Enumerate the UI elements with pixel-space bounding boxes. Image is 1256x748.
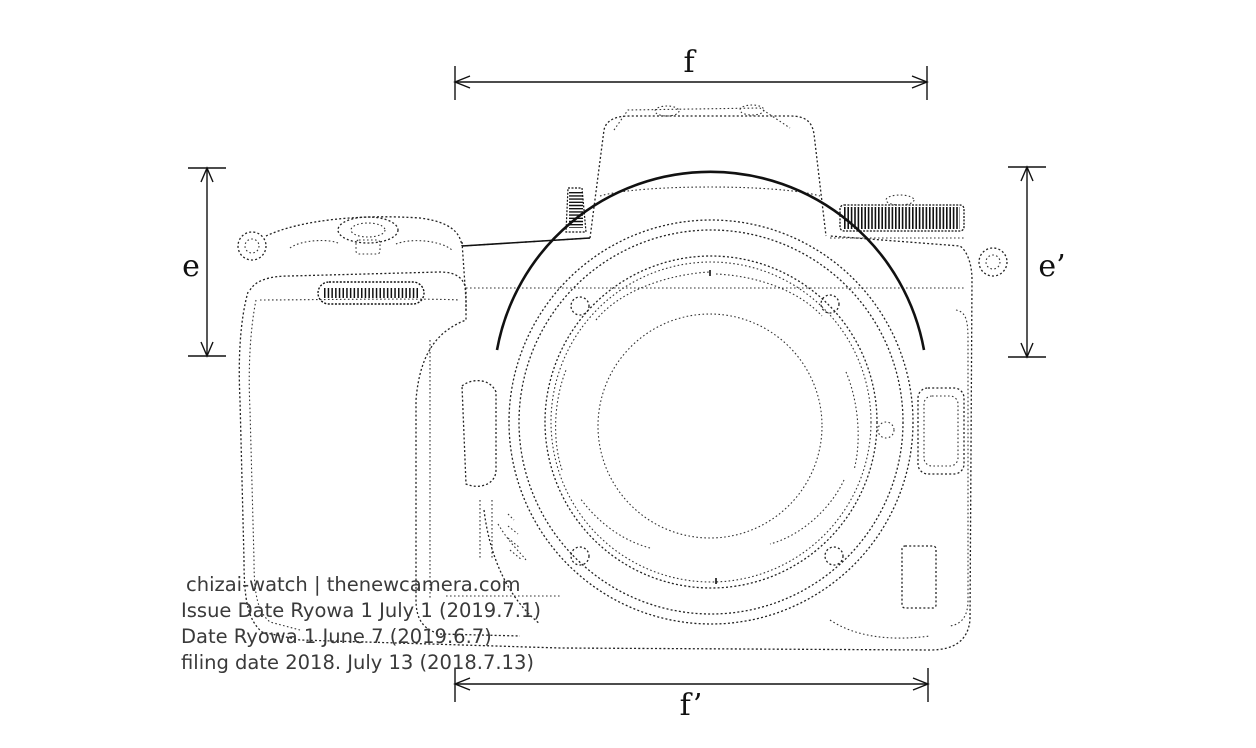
caption-source: chizai-watch | thenewcamera.com: [186, 573, 521, 596]
dimension-f-prime-bottom: f’: [453, 668, 930, 723]
dimension-f-top: f: [453, 45, 929, 100]
caption-issue-date: Issue Date Ryowa 1 July 1 (2019.7.1): [181, 599, 542, 622]
dimension-label-e: e: [182, 249, 200, 284]
dimension-e-prime-right: e’: [1008, 165, 1066, 359]
mode-dial: [839, 194, 965, 232]
camera-body: [237, 104, 1008, 651]
dimension-e-left: e: [182, 166, 226, 358]
dimension-label-f-prime: f’: [680, 688, 703, 723]
dimension-label-f: f: [683, 45, 696, 80]
lens-mount: [495, 170, 926, 625]
caption-filing-date: filing date 2018. July 13 (2018.7.13): [181, 651, 534, 674]
source-caption: chizai-watch | thenewcamera.com Issue Da…: [181, 572, 541, 676]
caption-date: Date Ryowa 1 June 7 (2019.6.7): [181, 625, 492, 648]
dimension-label-e-prime: e’: [1038, 249, 1065, 284]
sub-command-dial: [317, 281, 425, 305]
